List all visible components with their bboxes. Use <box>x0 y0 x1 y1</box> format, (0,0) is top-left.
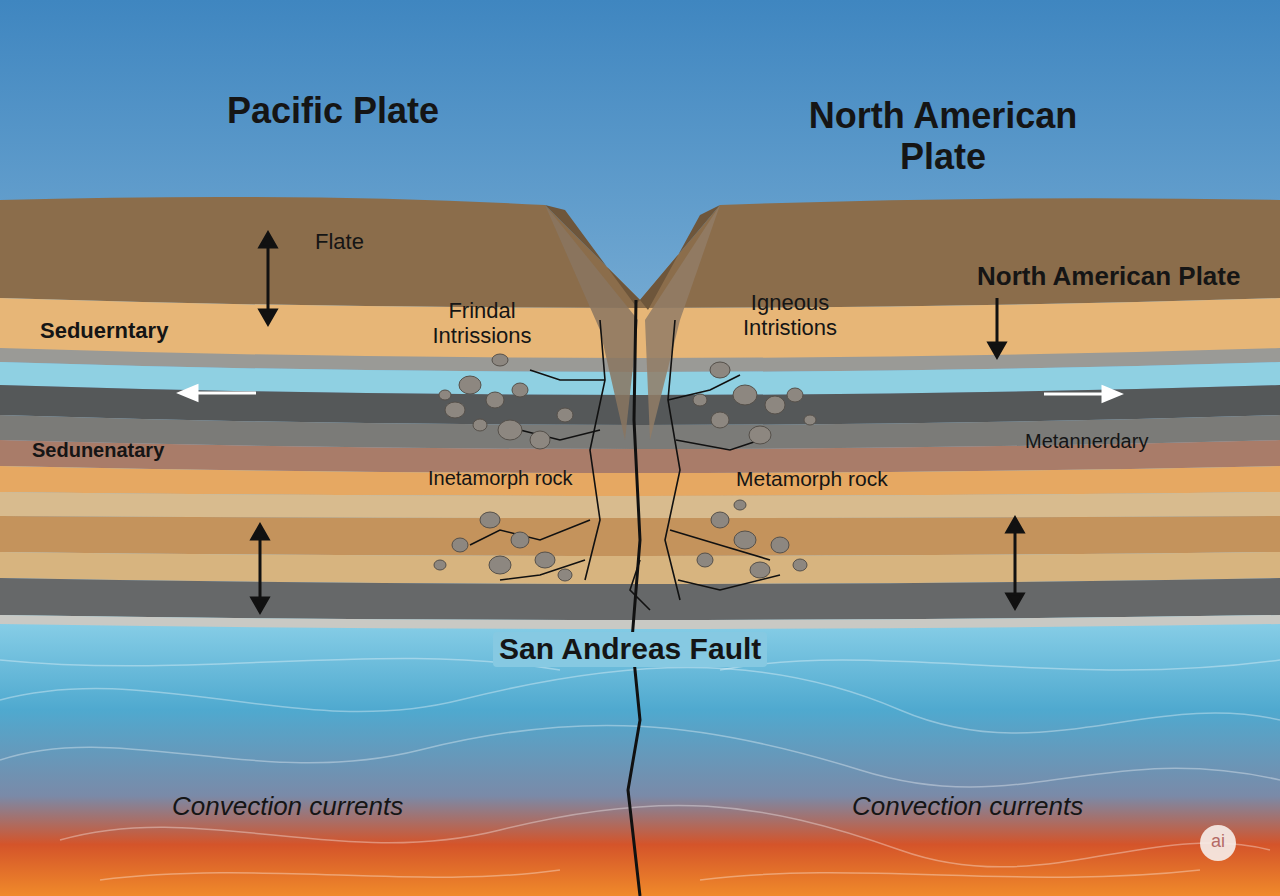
plate-label: North American Plate <box>977 262 1240 292</box>
layer-label: Seduerntary <box>40 318 168 343</box>
layer-label: Flate <box>315 229 364 254</box>
plate-title: Pacific Plate <box>227 90 439 131</box>
fault-label: San Andreas Fault <box>493 632 767 667</box>
layer-label: Sedunenatary <box>32 439 164 462</box>
mantle-label: Convection currents <box>172 792 403 822</box>
rock-label: Igneous Intristions <box>710 290 870 341</box>
mantle-label: Convection currents <box>852 792 1083 822</box>
plate-title: North American Plate <box>778 95 1108 178</box>
layer-label: Metannerdary <box>1025 430 1148 453</box>
rock-label: Metamorph rock <box>736 467 888 491</box>
watermark: ai <box>1211 831 1225 852</box>
rock-label: Frindal Intrissions <box>402 298 562 349</box>
rock-label: Inetamorph rock <box>428 467 573 490</box>
